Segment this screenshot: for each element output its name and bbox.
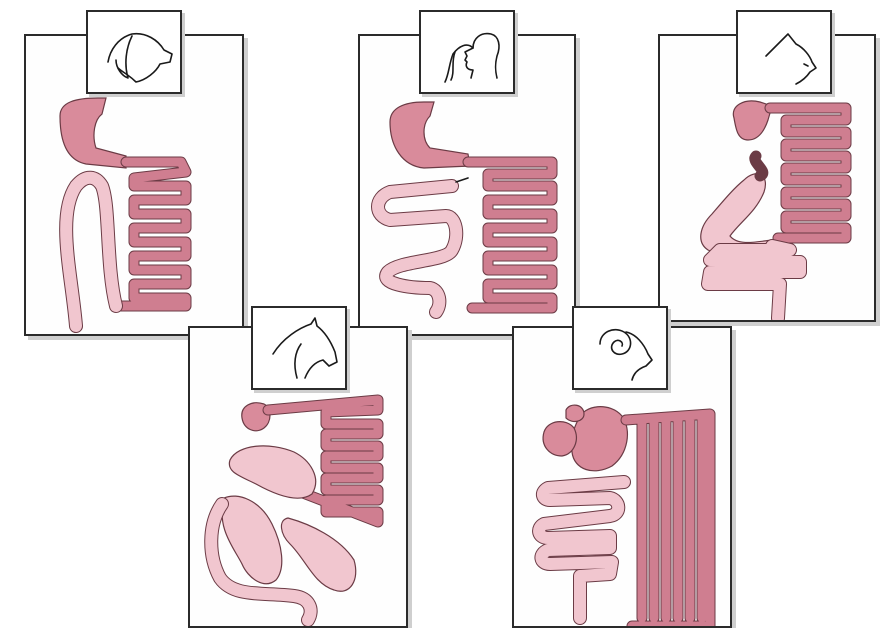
cat-icon-frame <box>736 10 832 94</box>
small-intestine <box>116 162 186 306</box>
sheep-head-icon <box>574 308 666 388</box>
appendix <box>456 178 468 182</box>
dog-icon-frame <box>86 10 182 94</box>
omasum <box>566 405 584 421</box>
colon-loop <box>281 518 355 591</box>
cat-head-icon <box>738 12 830 92</box>
human-icon-frame <box>419 10 515 94</box>
human-head-icon <box>421 12 513 92</box>
cecum <box>229 446 315 498</box>
horse-icon-frame <box>251 306 347 390</box>
horse-head-icon <box>253 308 345 388</box>
reticulum <box>543 422 576 456</box>
large-colon <box>222 496 282 584</box>
dog-head-icon <box>88 12 180 92</box>
stomach <box>60 98 126 168</box>
large-intestine <box>539 482 624 618</box>
large-intestine <box>701 174 772 255</box>
sheep-icon-frame <box>572 306 668 390</box>
stomach <box>390 102 470 168</box>
small-intestine <box>468 162 552 308</box>
